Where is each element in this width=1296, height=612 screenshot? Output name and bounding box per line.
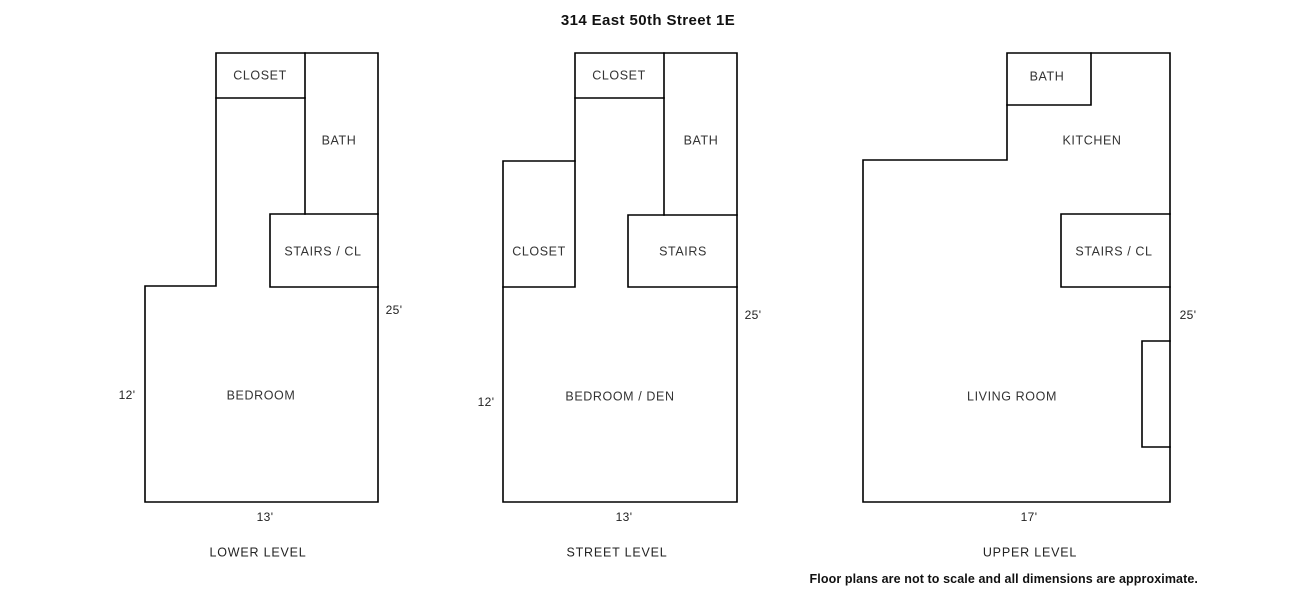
street-level-dim-right: 25'	[745, 308, 762, 322]
street-level-room-bath: BATH	[684, 133, 719, 147]
floor-plan-lower-level: CLOSET BATH STAIRS / CL BEDROOM 12' 25' …	[119, 52, 403, 559]
page-title: 314 East 50th Street 1E	[560, 12, 736, 29]
lower-level-room-stairs: STAIRS / CL	[284, 244, 361, 258]
upper-level-room-kitchen: KITCHEN	[1062, 133, 1121, 147]
lower-level-stairs-walls	[269, 213, 379, 288]
upper-level-dim-right: 25'	[1180, 308, 1197, 322]
lower-level-dim-right: 25'	[386, 303, 403, 317]
upper-level-room-stairs: STAIRS / CL	[1075, 244, 1152, 258]
street-level-name: STREET LEVEL	[566, 545, 667, 559]
upper-level-bath-walls	[1006, 52, 1092, 106]
lower-level-outline	[144, 52, 379, 503]
street-level-room-stairs: STAIRS	[659, 244, 707, 258]
lower-level-room-bath: BATH	[322, 133, 357, 147]
lower-level-dim-bottom: 13'	[257, 510, 274, 524]
upper-level-room-bath: BATH	[1030, 69, 1065, 83]
upper-level-dim-bottom: 17'	[1021, 510, 1038, 524]
street-level-outline	[502, 52, 738, 503]
street-level-stairs-walls	[627, 214, 738, 288]
upper-level-outline	[862, 52, 1171, 503]
upper-level-stairs-walls	[1060, 213, 1171, 288]
street-level-room-bedroom-den: BEDROOM / DEN	[565, 389, 674, 403]
upper-level-alcove-walls	[1141, 340, 1171, 448]
disclaimer-text: Floor plans are not to scale and all dim…	[809, 572, 1198, 586]
lower-level-room-closet: CLOSET	[233, 68, 287, 82]
street-level-dim-left: 12'	[478, 395, 495, 409]
floor-plan-upper-level: BATH KITCHEN STAIRS / CL LIVING ROOM 25'…	[862, 52, 1197, 559]
upper-level-name: UPPER LEVEL	[983, 545, 1077, 559]
lower-level-name: LOWER LEVEL	[209, 545, 306, 559]
street-level-closet-left-walls	[502, 160, 576, 288]
street-level-room-closet-left: CLOSET	[512, 244, 566, 258]
upper-level-room-living-room: LIVING ROOM	[967, 389, 1057, 403]
street-level-dim-bottom: 13'	[616, 510, 633, 524]
street-level-room-closet-top: CLOSET	[592, 68, 646, 82]
lower-level-dim-left: 12'	[119, 388, 136, 402]
floor-plan-street-level: CLOSET BATH CLOSET STAIRS BEDROOM / DEN …	[478, 52, 762, 559]
lower-level-room-bedroom: BEDROOM	[227, 388, 296, 402]
